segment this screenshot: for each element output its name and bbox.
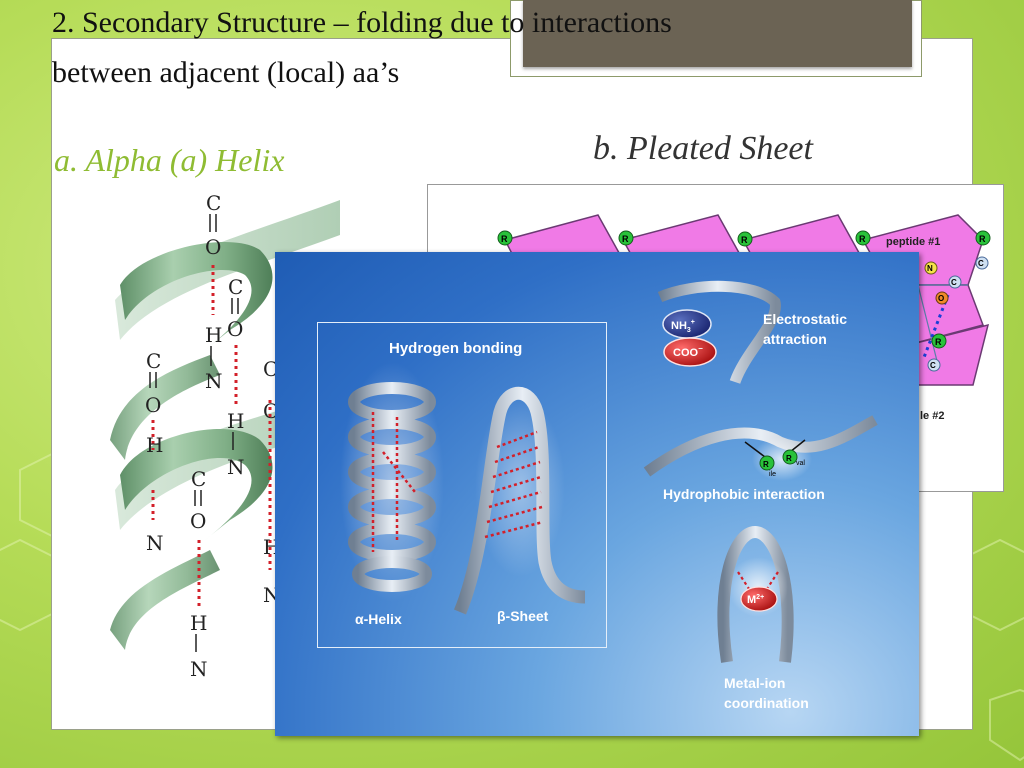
alpha-helix-model [340, 362, 444, 602]
svg-text:C: C [228, 275, 243, 299]
metal-ion-model: M2+ [723, 532, 788, 662]
peptide-2-label: le #2 [920, 410, 944, 422]
svg-text:N: N [927, 264, 933, 273]
svg-text:N: N [227, 455, 245, 479]
svg-text:O: O [145, 393, 161, 417]
svg-text:O: O [205, 235, 221, 259]
svg-text:C: C [951, 278, 957, 287]
subtitle-pleated-sheet: b. Pleated Sheet [593, 130, 813, 168]
interactions-figure: Hydrogen bonding [275, 252, 919, 736]
slide-title: 2. Secondary Structure – folding due to … [52, 0, 672, 98]
svg-text:C: C [978, 259, 984, 268]
svg-text:H: H [146, 433, 163, 457]
hydrophobic-label: Hydrophobic interaction [663, 486, 825, 502]
metal-ion-label-2: coordination [724, 695, 809, 711]
svg-text:C: C [206, 191, 221, 215]
svg-text:C: C [930, 361, 936, 370]
svg-text:O: O [938, 294, 944, 303]
subtitle-alpha-helix: a. Alpha (a) Helix [54, 142, 284, 179]
svg-text:H: H [190, 611, 207, 635]
svg-text:R: R [859, 234, 866, 244]
title-line-1: 2. Secondary Structure – folding due to … [52, 6, 672, 39]
interactions-diagram: Hydrogen bonding [275, 252, 919, 736]
svg-text:H: H [205, 323, 222, 347]
electrostatic-label-2: attraction [763, 331, 827, 347]
svg-text:H: H [227, 409, 244, 433]
svg-text:val: val [796, 460, 805, 467]
svg-text:R: R [979, 234, 986, 244]
hydrogen-bonding-label: Hydrogen bonding [389, 340, 522, 357]
hydrophobic-model: R ile R val [647, 420, 875, 481]
svg-text:R: R [786, 454, 792, 463]
svg-text:C: C [146, 349, 161, 373]
svg-text:N: N [146, 531, 164, 555]
svg-text:ile: ile [769, 471, 776, 478]
alpha-helix-label: α-Helix [355, 611, 402, 627]
svg-text:C: C [191, 467, 206, 491]
electrostatic-label-1: Electrostatic [763, 311, 847, 327]
svg-text:R: R [935, 337, 942, 347]
svg-text:N: N [190, 657, 208, 681]
electrostatic-model: NH3+ COO− [660, 286, 775, 382]
svg-text:R: R [763, 460, 769, 469]
svg-text:O: O [227, 317, 243, 341]
title-line-2: between adjacent (local) aa’s [52, 56, 399, 89]
peptide-1-label: peptide #1 [886, 236, 940, 248]
svg-text:R: R [622, 234, 629, 244]
svg-text:R: R [501, 234, 508, 244]
metal-ion-label-1: Metal-ion [724, 675, 785, 691]
svg-text:O: O [190, 509, 206, 533]
beta-sheet-label: β-Sheet [497, 608, 549, 624]
svg-text:N: N [205, 369, 223, 393]
beta-sheet-model [460, 393, 585, 612]
svg-text:R: R [741, 235, 748, 245]
